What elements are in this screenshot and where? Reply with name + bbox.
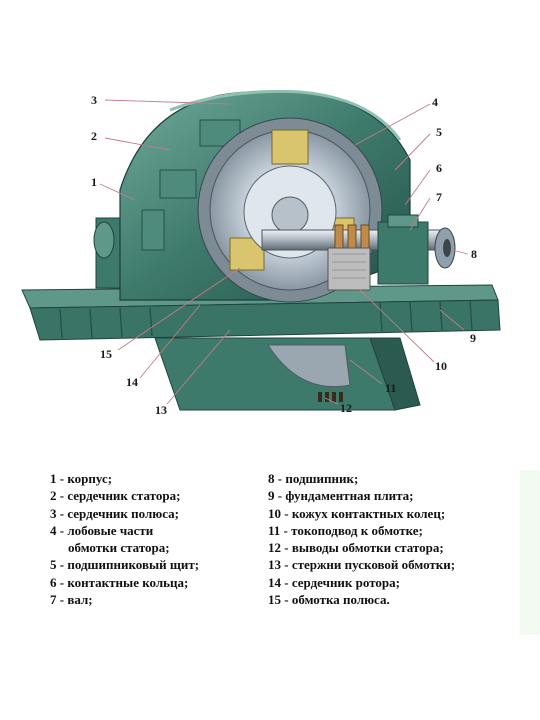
callout-6: 6 <box>436 161 442 175</box>
callout-8: 8 <box>471 247 477 261</box>
left-bearing-cap <box>93 221 115 259</box>
legend-item: 6 - контактные кольца; <box>50 574 189 590</box>
synchronous-motor-diagram: 1 2 3 4 5 6 7 8 9 10 11 12 13 14 15 <box>21 89 501 417</box>
callout-3: 3 <box>91 93 97 107</box>
right-bearing-cap <box>387 214 419 228</box>
legend-item: 10 - кожух контактных колец; <box>268 505 446 521</box>
callout-7: 7 <box>436 190 442 204</box>
legend-item: 7 - вал; <box>50 592 93 608</box>
legend-item: 11 - токоподвод к обмотке; <box>268 522 423 538</box>
lower-core-cutaway <box>267 344 351 388</box>
legend-item: 5 - подшипниковый щит; <box>50 557 200 573</box>
side-tint-panel <box>520 470 540 635</box>
legend-item: 15 - обмотка полюса. <box>268 592 390 608</box>
callout-5: 5 <box>436 125 442 139</box>
slip-ring-cover <box>327 247 371 291</box>
callout-14: 14 <box>126 375 138 389</box>
legend-item: 3 - сердечник полюса; <box>50 505 179 521</box>
legend-item: обмотки статора; <box>68 540 170 556</box>
legend: 1 - корпус; 2 - сердечник статора; 3 - с… <box>50 470 530 630</box>
leader-lines <box>99 99 469 405</box>
right-bearing <box>377 221 429 285</box>
callout-13: 13 <box>155 403 167 417</box>
legend-item: 9 - фундаментная плита; <box>268 488 414 504</box>
callout-15: 15 <box>100 347 112 361</box>
legend-item: 14 - сердечник ротора; <box>268 574 400 590</box>
legend-item: 13 - стержни пусковой обмотки; <box>268 557 456 573</box>
coupling-bore <box>443 239 451 257</box>
callout-1: 1 <box>91 175 97 189</box>
housing-rim <box>169 89 402 141</box>
legend-item: 12 - выводы обмотки статора; <box>268 540 444 556</box>
legend-item: 2 - сердечник статора; <box>50 488 181 504</box>
legend-item: 4 - лобовые части <box>50 522 154 538</box>
callout-2: 2 <box>91 129 97 143</box>
legend-item: 1 - корпус; <box>50 471 113 486</box>
rotor-hub <box>271 196 309 234</box>
plate-ribs <box>59 300 473 339</box>
callout-11: 11 <box>385 381 396 395</box>
callout-9: 9 <box>470 331 476 345</box>
callout-4: 4 <box>432 95 438 109</box>
callout-10: 10 <box>435 359 447 373</box>
legend-column-right: 8 - подшипник; 9 - фундаментная плита; 1… <box>268 470 533 608</box>
callout-12: 12 <box>340 401 352 415</box>
stator-terminals <box>318 392 343 402</box>
cover-grille <box>332 253 366 279</box>
legend-column-left: 1 - корпус; 2 - сердечник статора; 3 - с… <box>50 470 250 608</box>
foundation-stand-side <box>369 337 421 411</box>
legend-item: 8 - подшипник; <box>268 471 359 486</box>
